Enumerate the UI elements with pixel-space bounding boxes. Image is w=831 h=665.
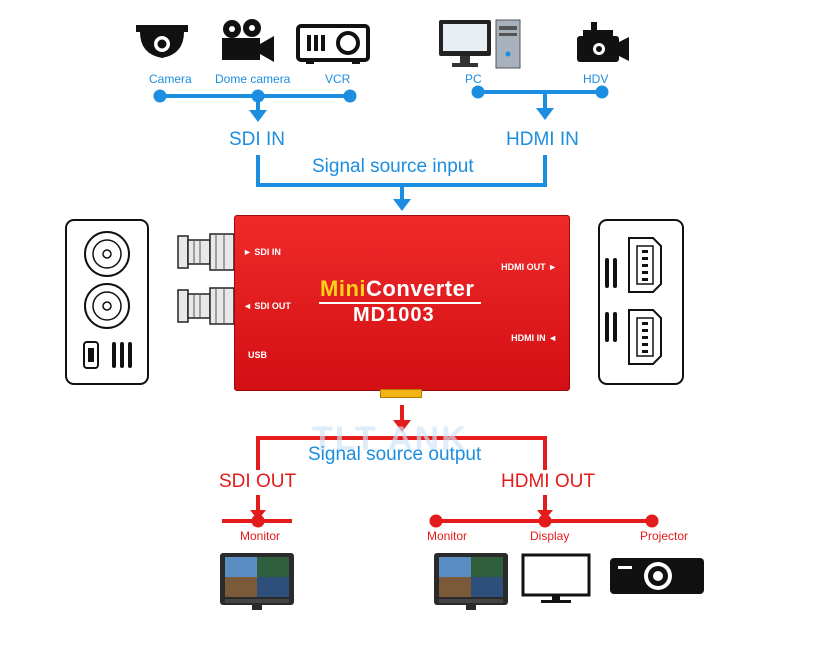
port-label-sdi-in: ► SDI IN xyxy=(243,247,281,257)
source-label-hdv: HDV xyxy=(583,72,609,86)
sdi-monitor-icon xyxy=(220,553,294,610)
vcr-icon xyxy=(296,24,370,64)
bnc-connector-icons xyxy=(177,233,235,325)
hdmi-input-lines xyxy=(471,85,609,120)
hdv-camcorder-icon xyxy=(577,22,629,62)
hdmi-in-label: HDMI IN xyxy=(506,129,579,150)
brand-suffix: Converter xyxy=(366,276,475,301)
dome-camera-icon xyxy=(136,25,188,58)
hdmi-side-panel xyxy=(598,219,684,385)
target-label-sdi-monitor: Monitor xyxy=(240,529,281,543)
port-label-sdi-out: ◄ SDI OUT xyxy=(243,301,291,311)
port-label-usb: USB xyxy=(248,350,268,360)
brand-prefix: Mini xyxy=(320,276,366,301)
pc-icon xyxy=(439,19,521,69)
sdi-input-lines xyxy=(153,89,357,122)
signal-input-label: Signal source input xyxy=(312,156,474,177)
source-label-pc: PC xyxy=(465,72,482,86)
watermark-logo: TLT ANK xyxy=(312,420,468,458)
brand-name: MiniConverter xyxy=(320,276,474,302)
sdi-in-label: SDI IN xyxy=(229,129,285,150)
sdi-side-panel xyxy=(65,219,149,385)
target-label-display: Display xyxy=(530,529,570,543)
projector-icon xyxy=(610,558,704,594)
model-number: MD1003 xyxy=(353,304,435,326)
source-label-camera: Camera xyxy=(149,72,192,86)
sdi-out-label: SDI OUT xyxy=(219,471,297,492)
converter-device: ► SDI IN ◄ SDI OUT USB HDMI OUT ► HDMI I… xyxy=(234,215,570,391)
merge-input-lines xyxy=(256,155,547,211)
display-icon xyxy=(521,553,591,603)
source-label-vcr: VCR xyxy=(325,72,351,86)
target-label-projector: Projector xyxy=(640,529,689,543)
usb-port xyxy=(380,389,422,398)
target-label-hdmi-monitor: Monitor xyxy=(427,529,468,543)
hdmi-monitor-icon xyxy=(434,553,508,610)
signal-output-label: Signal source output xyxy=(308,444,482,465)
brand-underline xyxy=(319,302,481,304)
source-label-dome-camera: Dome camera xyxy=(215,72,291,86)
output-lines xyxy=(222,405,659,528)
hdmi-out-label: HDMI OUT xyxy=(501,471,595,492)
port-label-hdmi-in: HDMI IN ◄ xyxy=(511,333,557,343)
port-label-hdmi-out: HDMI OUT ► xyxy=(501,262,557,272)
video-camera-icon xyxy=(222,19,274,62)
